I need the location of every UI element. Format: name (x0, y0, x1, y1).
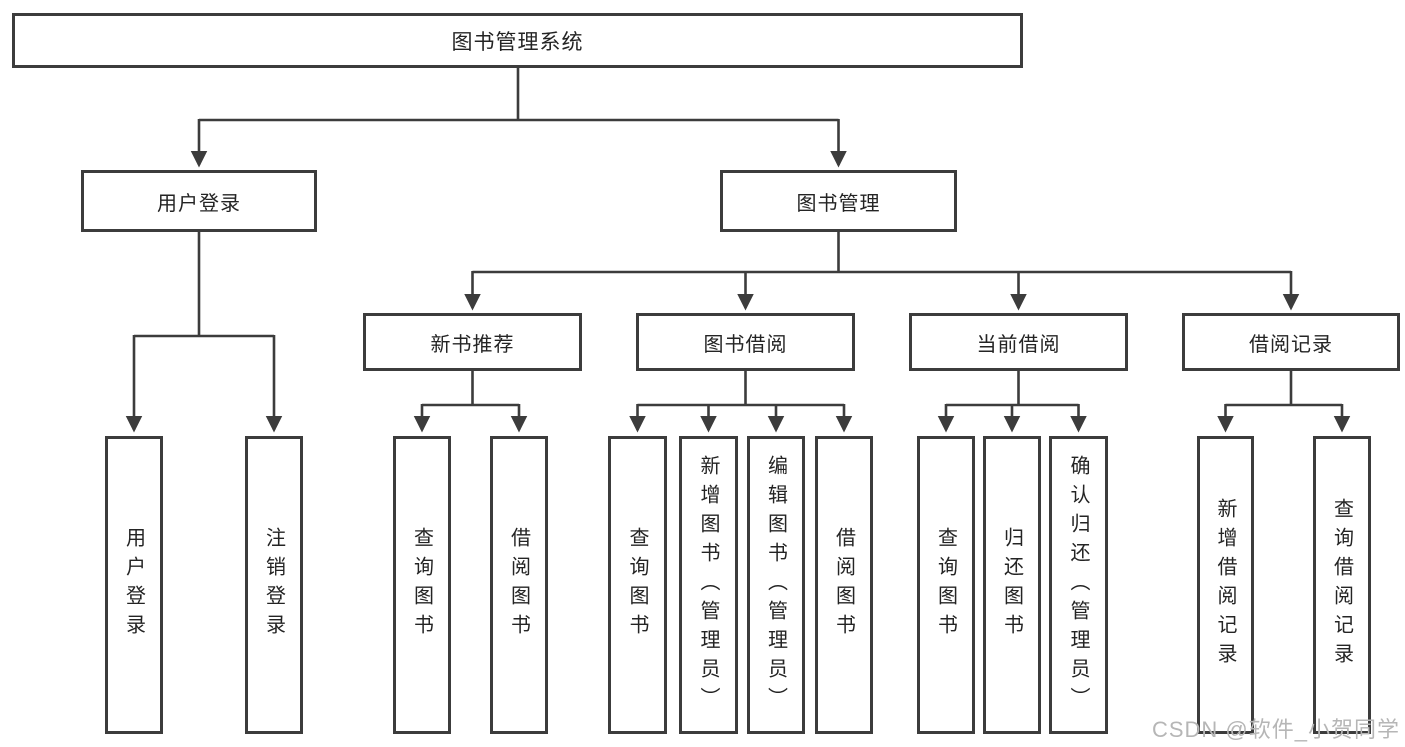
node-leaf-query-books-borrowing: 查询图书 (608, 436, 667, 734)
node-leaf-borrow-books-recommend: 借阅图书 (490, 436, 548, 734)
node-leaf-query-books-recommend: 查询图书 (393, 436, 451, 734)
node-new-book-recommendation: 新书推荐 (363, 313, 582, 371)
node-leaf-edit-book-admin: 编辑图书（管理员） (747, 436, 805, 734)
watermark-text: CSDN @软件_小贺同学 (1151, 717, 1400, 742)
node-leaf-confirm-return-admin: 确认归还（管理员） (1049, 436, 1108, 734)
node-leaf-return-books: 归还图书 (983, 436, 1041, 734)
node-leaf-user-login: 用户登录 (105, 436, 163, 734)
node-library-management-system: 图书管理系统 (12, 13, 1023, 68)
node-leaf-add-book-admin: 新增图书（管理员） (679, 436, 738, 734)
node-book-management: 图书管理 (720, 170, 957, 232)
node-borrowing-records: 借阅记录 (1182, 313, 1400, 371)
node-leaf-logout-login: 注销登录 (245, 436, 303, 734)
node-leaf-query-borrow-record: 查询借阅记录 (1313, 436, 1371, 734)
node-leaf-borrow-books-borrowing: 借阅图书 (815, 436, 873, 734)
node-book-borrowing: 图书借阅 (636, 313, 855, 371)
node-user-login: 用户登录 (81, 170, 317, 232)
node-leaf-add-borrow-record: 新增借阅记录 (1197, 436, 1254, 734)
node-current-borrowing: 当前借阅 (909, 313, 1128, 371)
node-leaf-query-books-current: 查询图书 (917, 436, 975, 734)
